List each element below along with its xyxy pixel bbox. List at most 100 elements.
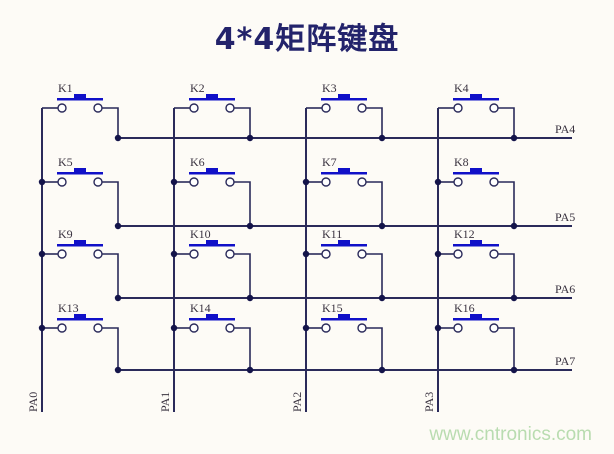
switch-contact-icon [225, 177, 235, 187]
junction-node [38, 324, 46, 332]
switch-wire-right [498, 253, 515, 298]
junction-node [170, 250, 178, 258]
switch-contact-icon [357, 103, 367, 113]
switch-contact-icon [57, 103, 67, 113]
junction-node [246, 222, 254, 230]
switch-wire-right [498, 107, 515, 138]
switch-wire-right [102, 253, 119, 298]
switch-actuator-bar [321, 172, 367, 175]
switch-actuator-button [338, 94, 350, 99]
switch-contact-icon [189, 103, 199, 113]
switch-contact-icon [489, 177, 499, 187]
junction-node [114, 294, 122, 302]
switch-actuator-button [206, 314, 218, 319]
switch-actuator-bar [453, 244, 499, 247]
row-label-PA7: PA7 [555, 354, 575, 368]
junction-node [510, 134, 518, 142]
switch-contact-icon [57, 323, 67, 333]
switch-contact-icon [321, 323, 331, 333]
junction-node [302, 250, 310, 258]
key-label-K14: K14 [190, 301, 211, 315]
junction-node [246, 294, 254, 302]
switch-contact-icon [93, 323, 103, 333]
switch-contact-icon [489, 323, 499, 333]
switch-actuator-bar [321, 98, 367, 101]
junction-node [510, 294, 518, 302]
switch-contact-icon [321, 177, 331, 187]
key-label-K3: K3 [322, 81, 337, 95]
key-label-K9: K9 [58, 227, 73, 241]
key-label-K5: K5 [58, 155, 73, 169]
switch-contact-icon [357, 323, 367, 333]
junction-node [38, 178, 46, 186]
switch-actuator-button [470, 240, 482, 245]
key-label-K8: K8 [454, 155, 469, 169]
switch-contact-icon [189, 249, 199, 259]
junction-node [434, 324, 442, 332]
key-label-K6: K6 [190, 155, 205, 169]
switch-contact-icon [453, 323, 463, 333]
switch-actuator-button [206, 168, 218, 173]
key-label-K4: K4 [454, 81, 469, 95]
column-label-PA0: PA0 [26, 392, 40, 412]
key-label-K15: K15 [322, 301, 343, 315]
switch-actuator-button [206, 94, 218, 99]
diagram-title: 4*4矩阵键盘 [214, 22, 400, 57]
switch-contact-icon [225, 323, 235, 333]
junction-node [246, 134, 254, 142]
key-label-K1: K1 [58, 81, 73, 95]
key-label-K12: K12 [454, 227, 475, 241]
junction-node [378, 294, 386, 302]
switch-actuator-bar [57, 244, 103, 247]
switch-wire-right [234, 253, 251, 298]
junction-node [378, 366, 386, 374]
junction-node [434, 250, 442, 258]
key-label-K10: K10 [190, 227, 211, 241]
key-label-K13: K13 [58, 301, 79, 315]
junction-node [302, 324, 310, 332]
column-label-PA1: PA1 [158, 392, 172, 412]
switch-actuator-button [74, 240, 86, 245]
switch-actuator-button [338, 168, 350, 173]
junction-node [510, 366, 518, 374]
switch-actuator-bar [189, 98, 235, 101]
switch-actuator-button [470, 314, 482, 319]
switch-contact-icon [357, 177, 367, 187]
switch-actuator-bar [189, 172, 235, 175]
switch-actuator-bar [57, 172, 103, 175]
switch-contact-icon [489, 249, 499, 259]
switch-contact-icon [93, 177, 103, 187]
junction-node [114, 222, 122, 230]
switch-contact-icon [57, 177, 67, 187]
switch-contact-icon [357, 249, 367, 259]
column-label-PA2: PA2 [290, 392, 304, 412]
switch-actuator-bar [57, 318, 103, 321]
switch-wire-right [498, 181, 515, 226]
switch-actuator-bar [189, 244, 235, 247]
switch-wire-right [366, 107, 383, 138]
switch-contact-icon [321, 249, 331, 259]
switch-actuator-button [470, 168, 482, 173]
junction-node [302, 178, 310, 186]
switch-contact-icon [57, 249, 67, 259]
column-label-PA3: PA3 [422, 392, 436, 412]
key-label-K11: K11 [322, 227, 342, 241]
switch-contact-icon [189, 177, 199, 187]
switch-contact-icon [453, 103, 463, 113]
switch-wire-right [366, 327, 383, 370]
switch-wire-right [102, 107, 119, 138]
switch-contact-icon [453, 249, 463, 259]
switch-wire-right [102, 327, 119, 370]
junction-node [114, 366, 122, 374]
switch-actuator-bar [57, 98, 103, 101]
switch-actuator-bar [453, 98, 499, 101]
junction-node [434, 178, 442, 186]
junction-node [378, 222, 386, 230]
junction-node [170, 324, 178, 332]
switch-actuator-bar [321, 318, 367, 321]
switch-contact-icon [453, 177, 463, 187]
switch-wire-right [366, 181, 383, 226]
switch-actuator-bar [321, 244, 367, 247]
switch-actuator-button [206, 240, 218, 245]
